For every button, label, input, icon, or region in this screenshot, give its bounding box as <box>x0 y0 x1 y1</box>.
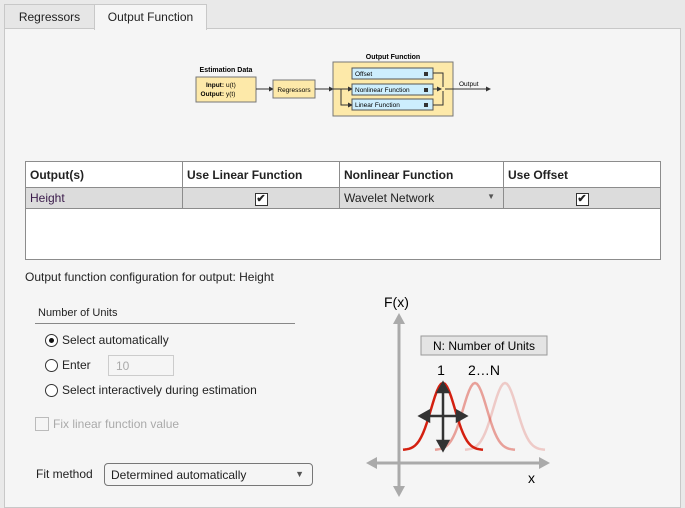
radio-enter[interactable] <box>45 359 58 372</box>
tab-label: Output Function <box>107 10 194 24</box>
x-axis-label: x <box>528 470 535 486</box>
radio-label: Enter <box>62 358 91 372</box>
tab-label: Regressors <box>18 10 81 24</box>
output-arrow-label: Output <box>459 81 479 88</box>
use-linear-checkbox[interactable]: ✔ <box>254 192 268 206</box>
col-outputs: Output(s) <box>25 161 183 188</box>
estimation-data-title: Estimation Data <box>200 67 253 74</box>
radio-label: Select interactively during estimation <box>62 383 257 397</box>
units-input[interactable]: 10 <box>108 355 174 376</box>
table-row[interactable]: Height ✔ Wavelet Network ▼ ✔ <box>25 187 661 209</box>
radio-select-automatically[interactable] <box>45 334 58 347</box>
unit-curve <box>434 381 516 451</box>
table-empty-area <box>25 208 661 260</box>
nonlinear-value: Wavelet Network <box>344 191 435 205</box>
units-legend-text: N: Number of Units <box>433 339 535 353</box>
nonlinear-dropdown[interactable]: Wavelet Network ▼ <box>339 187 504 209</box>
move-arrows-icon <box>417 380 469 453</box>
tab-output-function[interactable]: Output Function <box>94 4 207 30</box>
fit-method-value: Determined automatically <box>111 468 247 482</box>
output-value: y(t) <box>226 91 235 98</box>
output-label: Output: <box>201 91 224 98</box>
config-title: Output function configuration for output… <box>25 270 274 284</box>
col-nonlinear: Nonlinear Function <box>339 161 504 188</box>
divider <box>35 323 295 324</box>
tab-regressors[interactable]: Regressors <box>4 4 95 29</box>
nonlinear-label: Nonlinear Function <box>355 87 410 94</box>
fix-linear-checkbox[interactable] <box>35 417 49 431</box>
unit-first-label: 1 <box>437 362 445 378</box>
fit-method-dropdown[interactable]: Determined automatically ▼ <box>104 463 313 486</box>
units-title: Number of Units <box>38 307 118 319</box>
input-label: Input: <box>206 82 224 89</box>
output-cell: Height <box>25 187 183 209</box>
output-function-title: Output Function <box>366 54 420 61</box>
fix-linear-label: Fix linear function value <box>53 417 180 431</box>
lock-icon <box>424 72 428 107</box>
linear-label: Linear Function <box>355 102 400 109</box>
unit-rest-label: 2…N <box>468 362 500 378</box>
radio-label: Select automatically <box>62 333 169 347</box>
units-legend-box <box>420 335 548 356</box>
use-offset-checkbox[interactable]: ✔ <box>575 192 589 206</box>
chevron-down-icon: ▼ <box>487 192 495 201</box>
radio-select-interactively[interactable] <box>45 384 58 397</box>
y-axis-label: F(x) <box>384 294 409 310</box>
offset-label: Offset <box>355 71 372 78</box>
fit-method-label: Fit method <box>36 467 93 481</box>
chevron-down-icon: ▼ <box>295 469 304 479</box>
col-use-linear: Use Linear Function <box>182 161 340 188</box>
input-value: u(t) <box>226 82 236 89</box>
unit-curve <box>464 381 546 451</box>
regressors-label: Regressors <box>277 87 311 94</box>
